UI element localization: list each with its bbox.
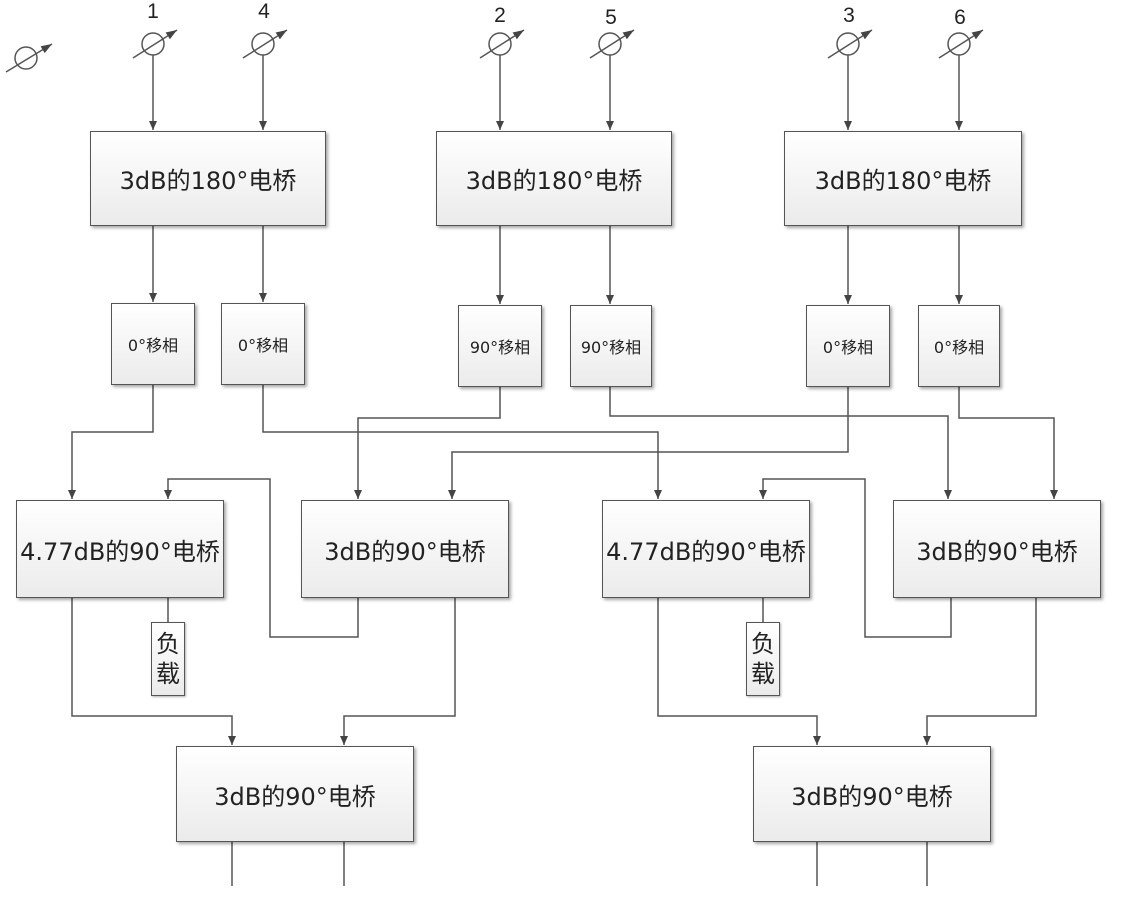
port-3-attenuator-icon (827, 29, 873, 59)
port-5-attenuator-icon (589, 29, 635, 59)
load-right: 负 载 (746, 622, 780, 696)
bridge-90-bottom-left: 3dB的90°电桥 (176, 746, 414, 842)
phase-shifter-6: 0°移相 (918, 305, 1000, 387)
phase-shifter-5: 0°移相 (806, 305, 890, 387)
port-4-attenuator-icon (242, 29, 288, 59)
phase-shifter-1: 0°移相 (111, 303, 195, 385)
port-label-1: 1 (147, 0, 159, 23)
bridge-90-bottom-right: 3dB的90°电桥 (753, 746, 991, 842)
port-1-attenuator-icon (132, 29, 178, 59)
port-6-attenuator-icon (938, 29, 984, 59)
bridge-180-1: 3dB的180°电桥 (90, 131, 326, 226)
phase-shifter-2: 0°移相 (221, 303, 305, 385)
bridge-90-3db-left: 3dB的90°电桥 (301, 500, 509, 598)
phase-shifter-3: 90°移相 (458, 305, 542, 387)
port-label-3: 3 (843, 4, 855, 27)
port-2-attenuator-icon (479, 29, 525, 59)
bridge-180-3: 3dB的180°电桥 (784, 131, 1022, 226)
bridge-90-477-left: 4.77dB的90°电桥 (16, 500, 224, 598)
port-label-2: 2 (494, 4, 506, 27)
load-left: 负 载 (151, 622, 185, 696)
port-label-5: 5 (605, 6, 617, 29)
phase-shifter-4: 90°移相 (570, 305, 652, 387)
bridge-90-477-right: 4.77dB的90°电桥 (602, 500, 810, 598)
port-label-4: 4 (258, 0, 270, 23)
bridge-90-3db-right: 3dB的90°电桥 (893, 500, 1101, 598)
variable-attenuator-icon (5, 43, 53, 73)
port-label-6: 6 (954, 6, 966, 29)
bridge-180-2: 3dB的180°电桥 (436, 131, 672, 226)
